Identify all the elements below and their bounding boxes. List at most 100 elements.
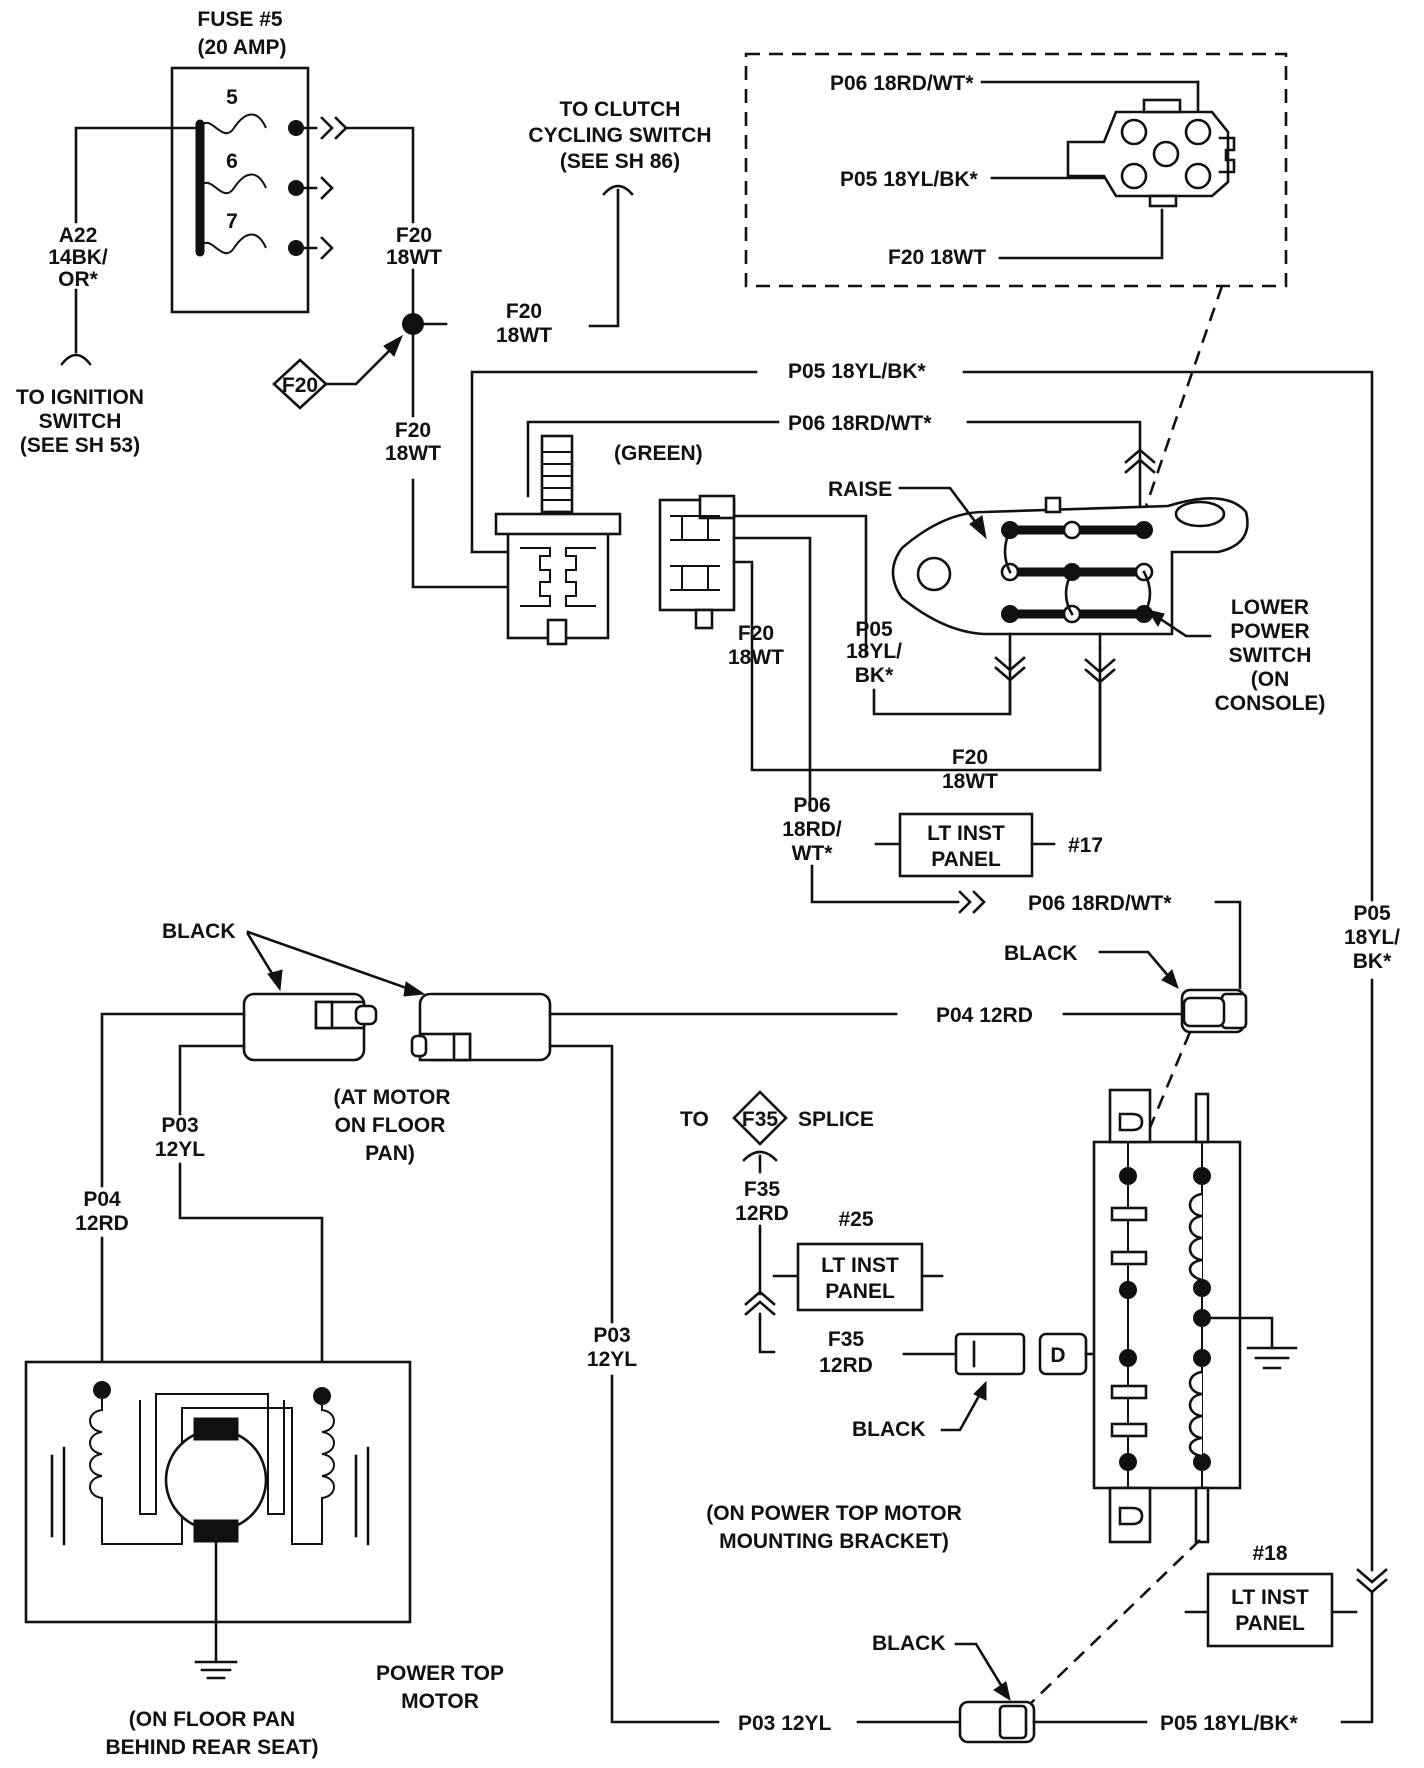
splice-word: SPLICE: [798, 1108, 874, 1131]
p03-mid-2: 12YL: [587, 1348, 637, 1371]
p05-right-1: P05: [1353, 902, 1391, 925]
f20-label-d2: 18WT: [728, 646, 784, 669]
raise-label: RAISE: [828, 478, 892, 501]
motor-name-1: POWER TOP: [376, 1662, 504, 1685]
clutch-line-3: (SEE SH 86): [560, 150, 680, 173]
p05-right-3: BK*: [1353, 950, 1392, 973]
black-label-2: BLACK: [1004, 942, 1078, 965]
black-label-1: BLACK: [162, 920, 236, 943]
ignition-dest-2: SWITCH: [39, 410, 122, 433]
relay-loc-1: (ON POWER TOP MOTOR: [706, 1502, 962, 1525]
lt25-line-1: LT INST: [821, 1254, 899, 1277]
at-motor-1: (AT MOTOR: [333, 1086, 450, 1109]
f35-branch: TO F35 SPLICE F35 12RD #25 LT INST PANEL…: [680, 1090, 1096, 1441]
f20-label-a2: 18WT: [386, 246, 442, 269]
f20-label-e1: F20: [952, 746, 988, 769]
clutch-branch: TO CLUTCH CYCLING SWITCH (SEE SH 86) F20…: [496, 98, 712, 347]
splice-f35: F35: [742, 1108, 779, 1131]
f20-label-a1: F20: [396, 224, 432, 247]
f20-label-d1: F20: [738, 622, 774, 645]
f35-b-1: F35: [828, 1328, 865, 1351]
p05-right-run: P05 18YL/ BK* #18 LT INST PANEL: [1184, 902, 1400, 1724]
p05-sw-3: BK*: [855, 664, 894, 687]
lt25-num: #25: [838, 1208, 873, 1231]
p05-bottom-label: P05 18YL/BK*: [1160, 1712, 1299, 1735]
relay-pin-d: D: [1050, 1344, 1065, 1367]
switch-label-2: POWER: [1230, 620, 1309, 643]
motor-loc-1: (ON FLOOR PAN: [129, 1708, 295, 1731]
power-top-switch: RAISE LOWER POWER SWITCH (ON CONSOLE): [828, 478, 1326, 772]
lt-inst-panel-17: P06 18RD/ WT* LT INST PANEL #17 P06 18RD…: [782, 794, 1242, 990]
fuse-title: FUSE #5: [197, 8, 283, 31]
p04-left-1: P04: [83, 1188, 121, 1211]
green-connector: (GREEN): [470, 434, 703, 646]
switch-label-5: CONSOLE): [1215, 692, 1326, 715]
p05-sw-1: P05: [855, 618, 893, 641]
motor-name-2: MOTOR: [401, 1690, 479, 1713]
p03-left-2: 12YL: [155, 1138, 205, 1161]
power-top-relay: (ON POWER TOP MOTOR MOUNTING BRACKET): [706, 1088, 1298, 1553]
lt25-line-2: PANEL: [825, 1280, 895, 1303]
lt17-num: #17: [1068, 834, 1103, 857]
ignition-wire-gauge: 14BK/: [48, 246, 108, 269]
p03-left-1: P03: [161, 1114, 198, 1137]
f35-a-1: F35: [744, 1178, 781, 1201]
black-label-3: BLACK: [852, 1418, 926, 1441]
p04-left-2: 12RD: [75, 1212, 129, 1235]
green-label: (GREEN): [614, 442, 703, 465]
p06-mid-3: WT*: [792, 842, 834, 865]
ignition-wire-code: A22: [59, 224, 98, 247]
f20-feed: F20 18WT F20 F20 18WT: [272, 126, 520, 589]
splice-f20-diamond: [272, 358, 328, 410]
p03-run: P03 12YL P03 12YL: [587, 1324, 962, 1735]
p06-horiz-label: P06 18RD/WT*: [1028, 892, 1172, 915]
ignition-dest-1: TO IGNITION: [16, 386, 144, 409]
clutch-line-2: CYCLING SWITCH: [528, 124, 711, 147]
switch-label-1: LOWER: [1231, 596, 1309, 619]
f35-b-2: 12RD: [819, 1354, 873, 1377]
lt18-line-1: LT INST: [1231, 1586, 1309, 1609]
f20-label-b2: 18WT: [385, 442, 441, 465]
motor-loc-2: BEHIND REAR SEAT): [105, 1736, 318, 1759]
lt18-num: #18: [1252, 1542, 1287, 1565]
lt17-line-1: LT INST: [927, 822, 1005, 845]
switch-label-4: (ON: [1251, 668, 1290, 691]
fuse-block: FUSE #5 (20 AMP) 5 6 7: [170, 8, 348, 314]
detail-p05: P05 18YL/BK*: [840, 168, 979, 191]
f20-label-e2: 18WT: [942, 770, 998, 793]
black-connector-bottom: BLACK P05 18YL/BK*: [872, 1632, 1299, 1744]
fuse-pos-7: 7: [226, 210, 238, 233]
f20-label-c1: F20: [506, 300, 542, 323]
switch-label-3: SWITCH: [1229, 644, 1312, 667]
p05-right-2: 18YL/: [1344, 926, 1400, 949]
splice-f35-diamond: [732, 1090, 788, 1146]
bus-p06-label: P06 18RD/WT*: [788, 412, 932, 435]
bus-p05-label: P05 18YL/BK*: [788, 360, 927, 383]
ignition-feed: A22 14BK/ OR* TO IGNITION SWITCH (SEE SH…: [16, 126, 202, 457]
power-top-motor: POWER TOP MOTOR (ON FLOOR PAN BEHIND REA…: [24, 1360, 504, 1759]
motor-connectors: BLACK P04 12RD (AT MOTOR ON FLOOR PAN) P…: [75, 920, 1188, 1398]
bus-wires: P05 18YL/BK* P06 18RD/WT*: [470, 360, 1374, 902]
at-motor-3: PAN): [365, 1142, 415, 1165]
fuse-pos-6: 6: [226, 150, 238, 173]
f20-label-b1: F20: [395, 419, 431, 442]
black-connector-right: BLACK: [1004, 942, 1248, 1034]
fuse-rating: (20 AMP): [197, 36, 286, 59]
lt17-line-2: PANEL: [931, 848, 1001, 871]
lt18-line-2: PANEL: [1235, 1612, 1305, 1635]
p06-mid-2: 18RD/: [782, 818, 842, 841]
black-label-4: BLACK: [872, 1632, 946, 1655]
p03-bottom-label: P03 12YL: [738, 1712, 832, 1735]
connector-detail: P06 18RD/WT* P05 18YL/BK* F20 18WT: [744, 52, 1288, 288]
fuse-pos-5: 5: [226, 86, 238, 109]
f35-a-2: 12RD: [735, 1202, 789, 1225]
to-splice-label: TO: [680, 1108, 709, 1131]
p06-mid-1: P06: [793, 794, 830, 817]
f20-label-c2: 18WT: [496, 324, 552, 347]
p03-mid-1: P03: [593, 1324, 630, 1347]
ignition-dest-3: (SEE SH 53): [20, 434, 140, 457]
p04-horiz-label: P04 12RD: [936, 1004, 1033, 1027]
at-motor-2: ON FLOOR: [335, 1114, 446, 1137]
ignition-wire-color: OR*: [58, 268, 99, 291]
